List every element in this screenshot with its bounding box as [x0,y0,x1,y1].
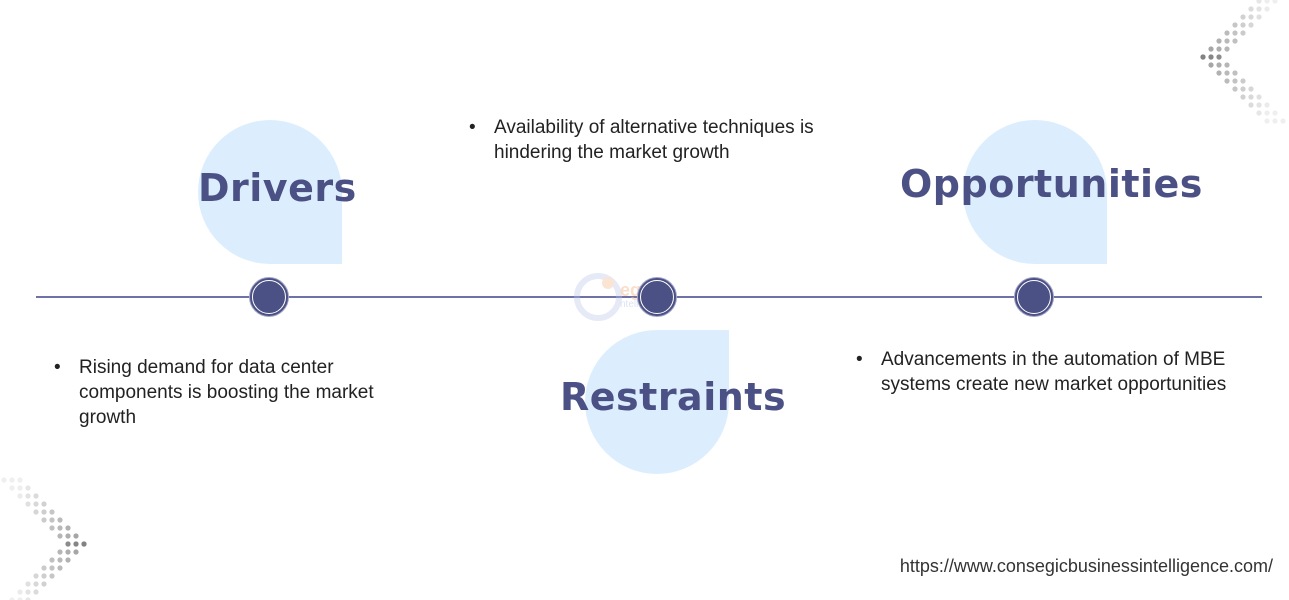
drivers-bubble [198,120,342,264]
restraints-bullet-item: Availability of alternative techniques i… [469,115,869,165]
drivers-bullet-item: Rising demand for data center components… [54,355,394,430]
opportunities-bullet-item: Advancements in the automation of MBE sy… [856,347,1256,397]
restraints-bullets: Availability of alternative techniques i… [469,115,869,165]
drivers-node [249,277,289,317]
dotted-chevron-bottom-left-icon [1,477,87,600]
restraints-heading: Restraints [560,375,787,419]
source-url[interactable]: https://www.consegicbusinessintelligence… [899,556,1273,576]
drivers-heading: Drivers [198,166,357,210]
dotted-chevron-top-right-icon [1200,0,1286,124]
restraints-bubble [585,330,729,474]
drivers-bullets: Rising demand for data center components… [54,355,394,430]
opportunities-bubble [963,120,1107,264]
watermark-logo-icon [574,273,622,321]
opportunities-heading: Opportunities [900,162,1203,206]
restraints-node [637,277,677,317]
opportunities-node [1014,277,1054,317]
opportunities-bullets: Advancements in the automation of MBE sy… [856,347,1256,397]
